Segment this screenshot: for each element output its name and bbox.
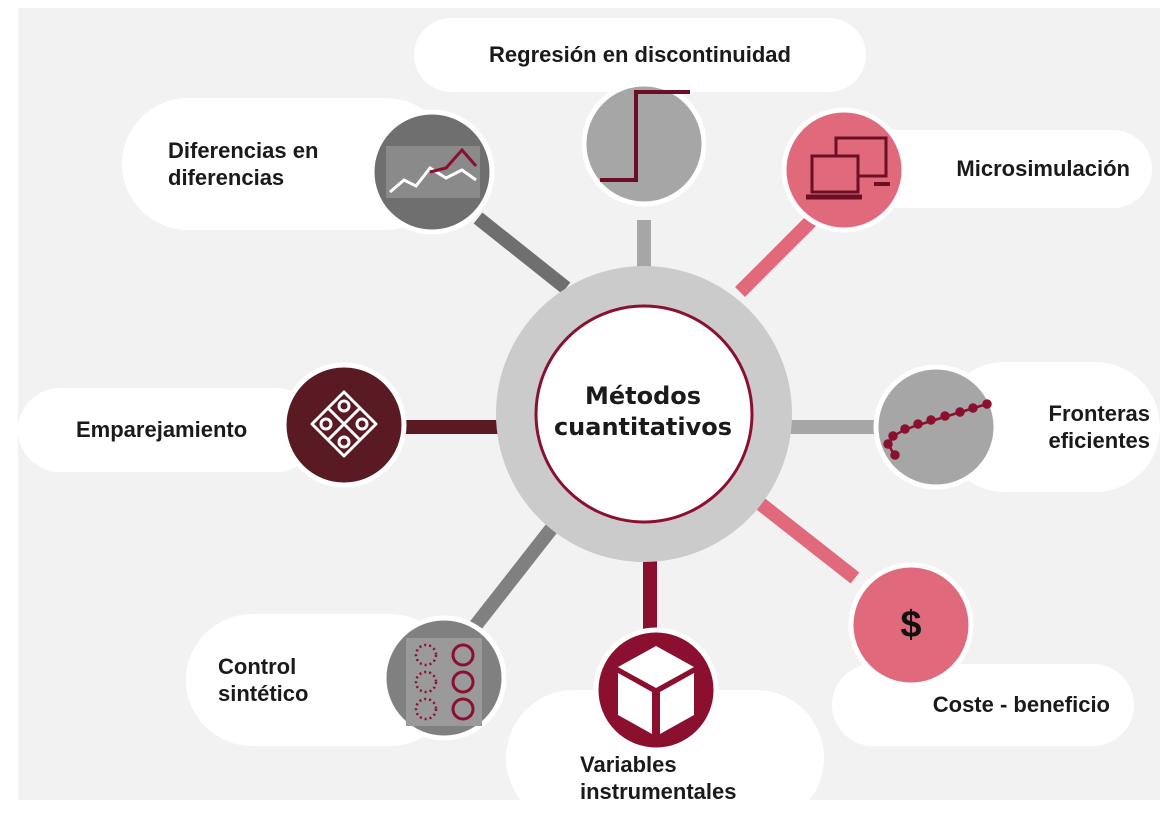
- label-regresion-discontinuidad: Regresión en discontinuidad: [414, 18, 866, 92]
- computers-icon: [806, 136, 890, 200]
- frontier-curve-icon: [883, 399, 992, 460]
- fronteras-icon-circle: [873, 364, 999, 490]
- connector-microsimulacion: [735, 215, 817, 297]
- cube-icon: [618, 646, 694, 734]
- label-emparejamiento: Emparejamiento: [18, 388, 318, 472]
- center-label-line2: cuantitativos: [553, 413, 733, 441]
- connector-diferencias: [473, 212, 571, 294]
- regresion-icon-circle: [581, 81, 707, 207]
- connector-coste: [738, 484, 860, 584]
- circle-grid-icon: [406, 638, 482, 726]
- step-function-icon: [600, 90, 690, 182]
- variables-icon-circle: [593, 627, 719, 753]
- line-chart-icon: [386, 146, 480, 198]
- dollar-icon: $: [900, 603, 922, 646]
- center-label: Métodos cuantitativos: [543, 342, 743, 482]
- puzzle-icon: [310, 390, 378, 458]
- center-circle: [534, 304, 754, 524]
- center-label-line1: Métodos: [584, 381, 702, 410]
- coste-icon-circle: [848, 562, 974, 688]
